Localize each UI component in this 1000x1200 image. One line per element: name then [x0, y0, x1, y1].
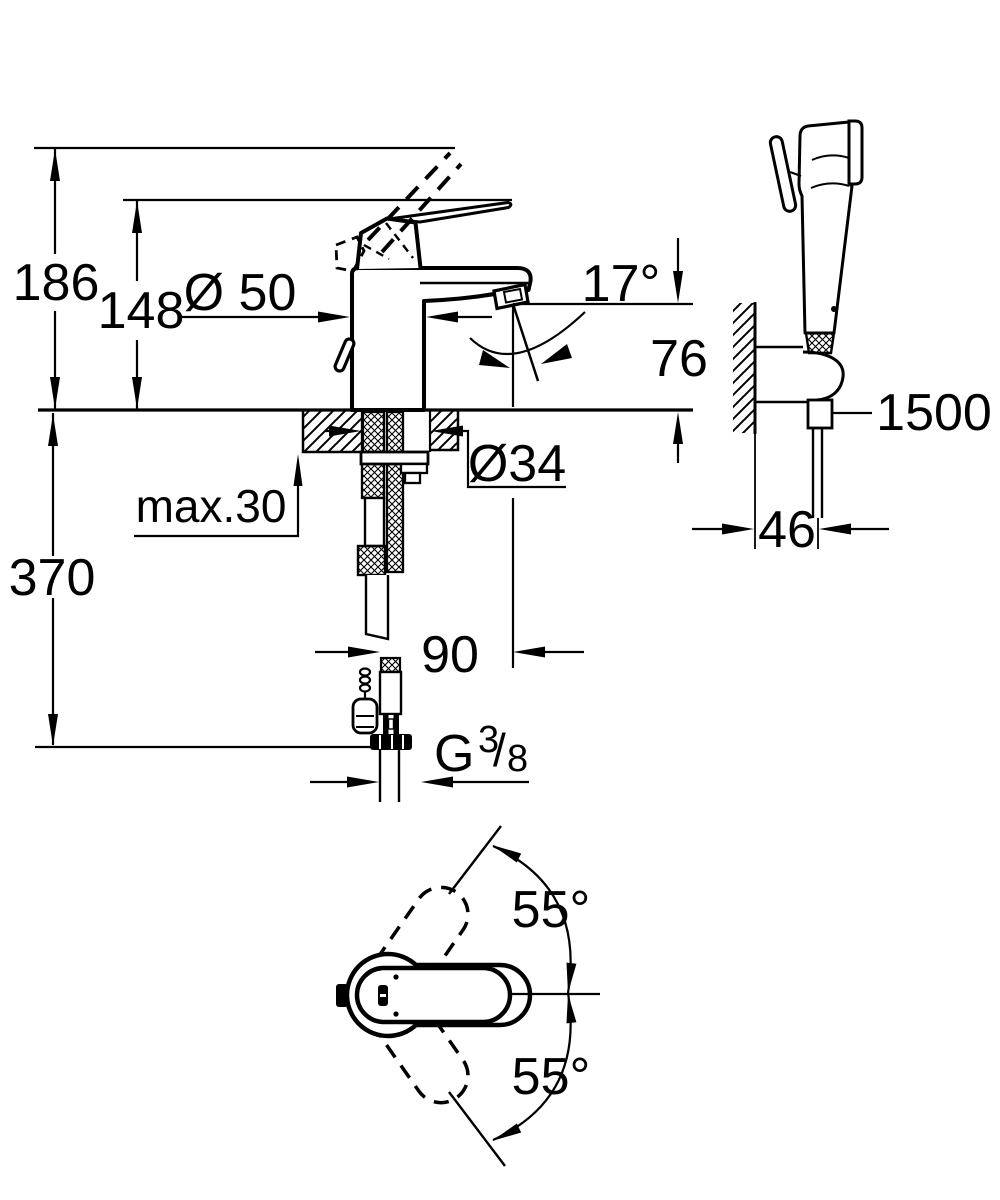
hand-shower [768, 119, 864, 355]
wall-hatch [733, 303, 755, 433]
dim-thread: G 3 / 8 [310, 719, 529, 788]
check-valve [351, 667, 379, 735]
dim-below-deck: 370 [9, 413, 371, 749]
dim-overall-height: 186 [13, 146, 455, 410]
dim-spout-angle: 17° [469, 255, 693, 407]
dim-thread-numerator: 3 [478, 719, 499, 761]
dim-body-diameter-label: Ø 50 [184, 264, 297, 322]
dim-outlet-offset: 90 [315, 626, 584, 684]
dim-handle-height: 148 [98, 198, 512, 410]
dim-outlet-height: 76 [650, 238, 708, 463]
hose-fitting [806, 398, 834, 430]
dim-outlet-height-label: 76 [650, 330, 708, 388]
dim-bracket-offset: 46 [692, 501, 889, 559]
faucet-handle [334, 151, 513, 273]
hand-shower-side-view: 1500 46 [692, 119, 992, 559]
dim-swivel-up-label: 55° [512, 881, 591, 939]
dim-spout-angle-label: 17° [582, 255, 661, 313]
handle-top-view: 55° 55° [336, 825, 600, 1167]
holder-hook [802, 350, 845, 402]
handle-swivel-down-dashed [355, 965, 470, 1105]
dim-outlet-offset-label: 90 [421, 626, 479, 684]
dim-deck-thickness-label: max.30 [136, 480, 287, 532]
dim-body-diameter: Ø 50 [180, 264, 492, 323]
dim-hose-length: 1500 [833, 384, 992, 442]
under-counter-assembly [351, 410, 430, 802]
dim-handle-height-label: 148 [98, 282, 185, 340]
faucet-body [333, 266, 533, 412]
dim-deck-thickness: max.30 [134, 454, 303, 538]
lever [387, 201, 513, 224]
dim-hose-length-label: 1500 [876, 384, 992, 442]
faucet-front-view: 17° 186 148 Ø 50 [9, 146, 708, 802]
spray-face-cap [847, 119, 864, 186]
mounting-flange [359, 450, 430, 466]
supply-hose [370, 656, 412, 802]
trigger-lever [768, 135, 798, 213]
dim-overall-height-label: 186 [13, 254, 100, 312]
dim-below-deck-label: 370 [9, 549, 96, 607]
dim-swivel-down-label: 55° [512, 1048, 591, 1106]
hose-connector [804, 331, 836, 355]
dim-hole-diameter: Ø34 [325, 425, 566, 668]
side-knob [333, 337, 356, 373]
dim-thread-slash: / [493, 724, 506, 776]
dim-bracket-offset-label: 46 [758, 501, 816, 559]
dim-thread-denominator: 8 [507, 738, 528, 780]
lever-raised-dashed [366, 151, 452, 242]
mounting-clamp [356, 544, 387, 577]
dim-hole-diameter-label: Ø34 [468, 435, 566, 493]
dim-thread-g: G [434, 725, 474, 783]
rear-tab [336, 984, 348, 1007]
